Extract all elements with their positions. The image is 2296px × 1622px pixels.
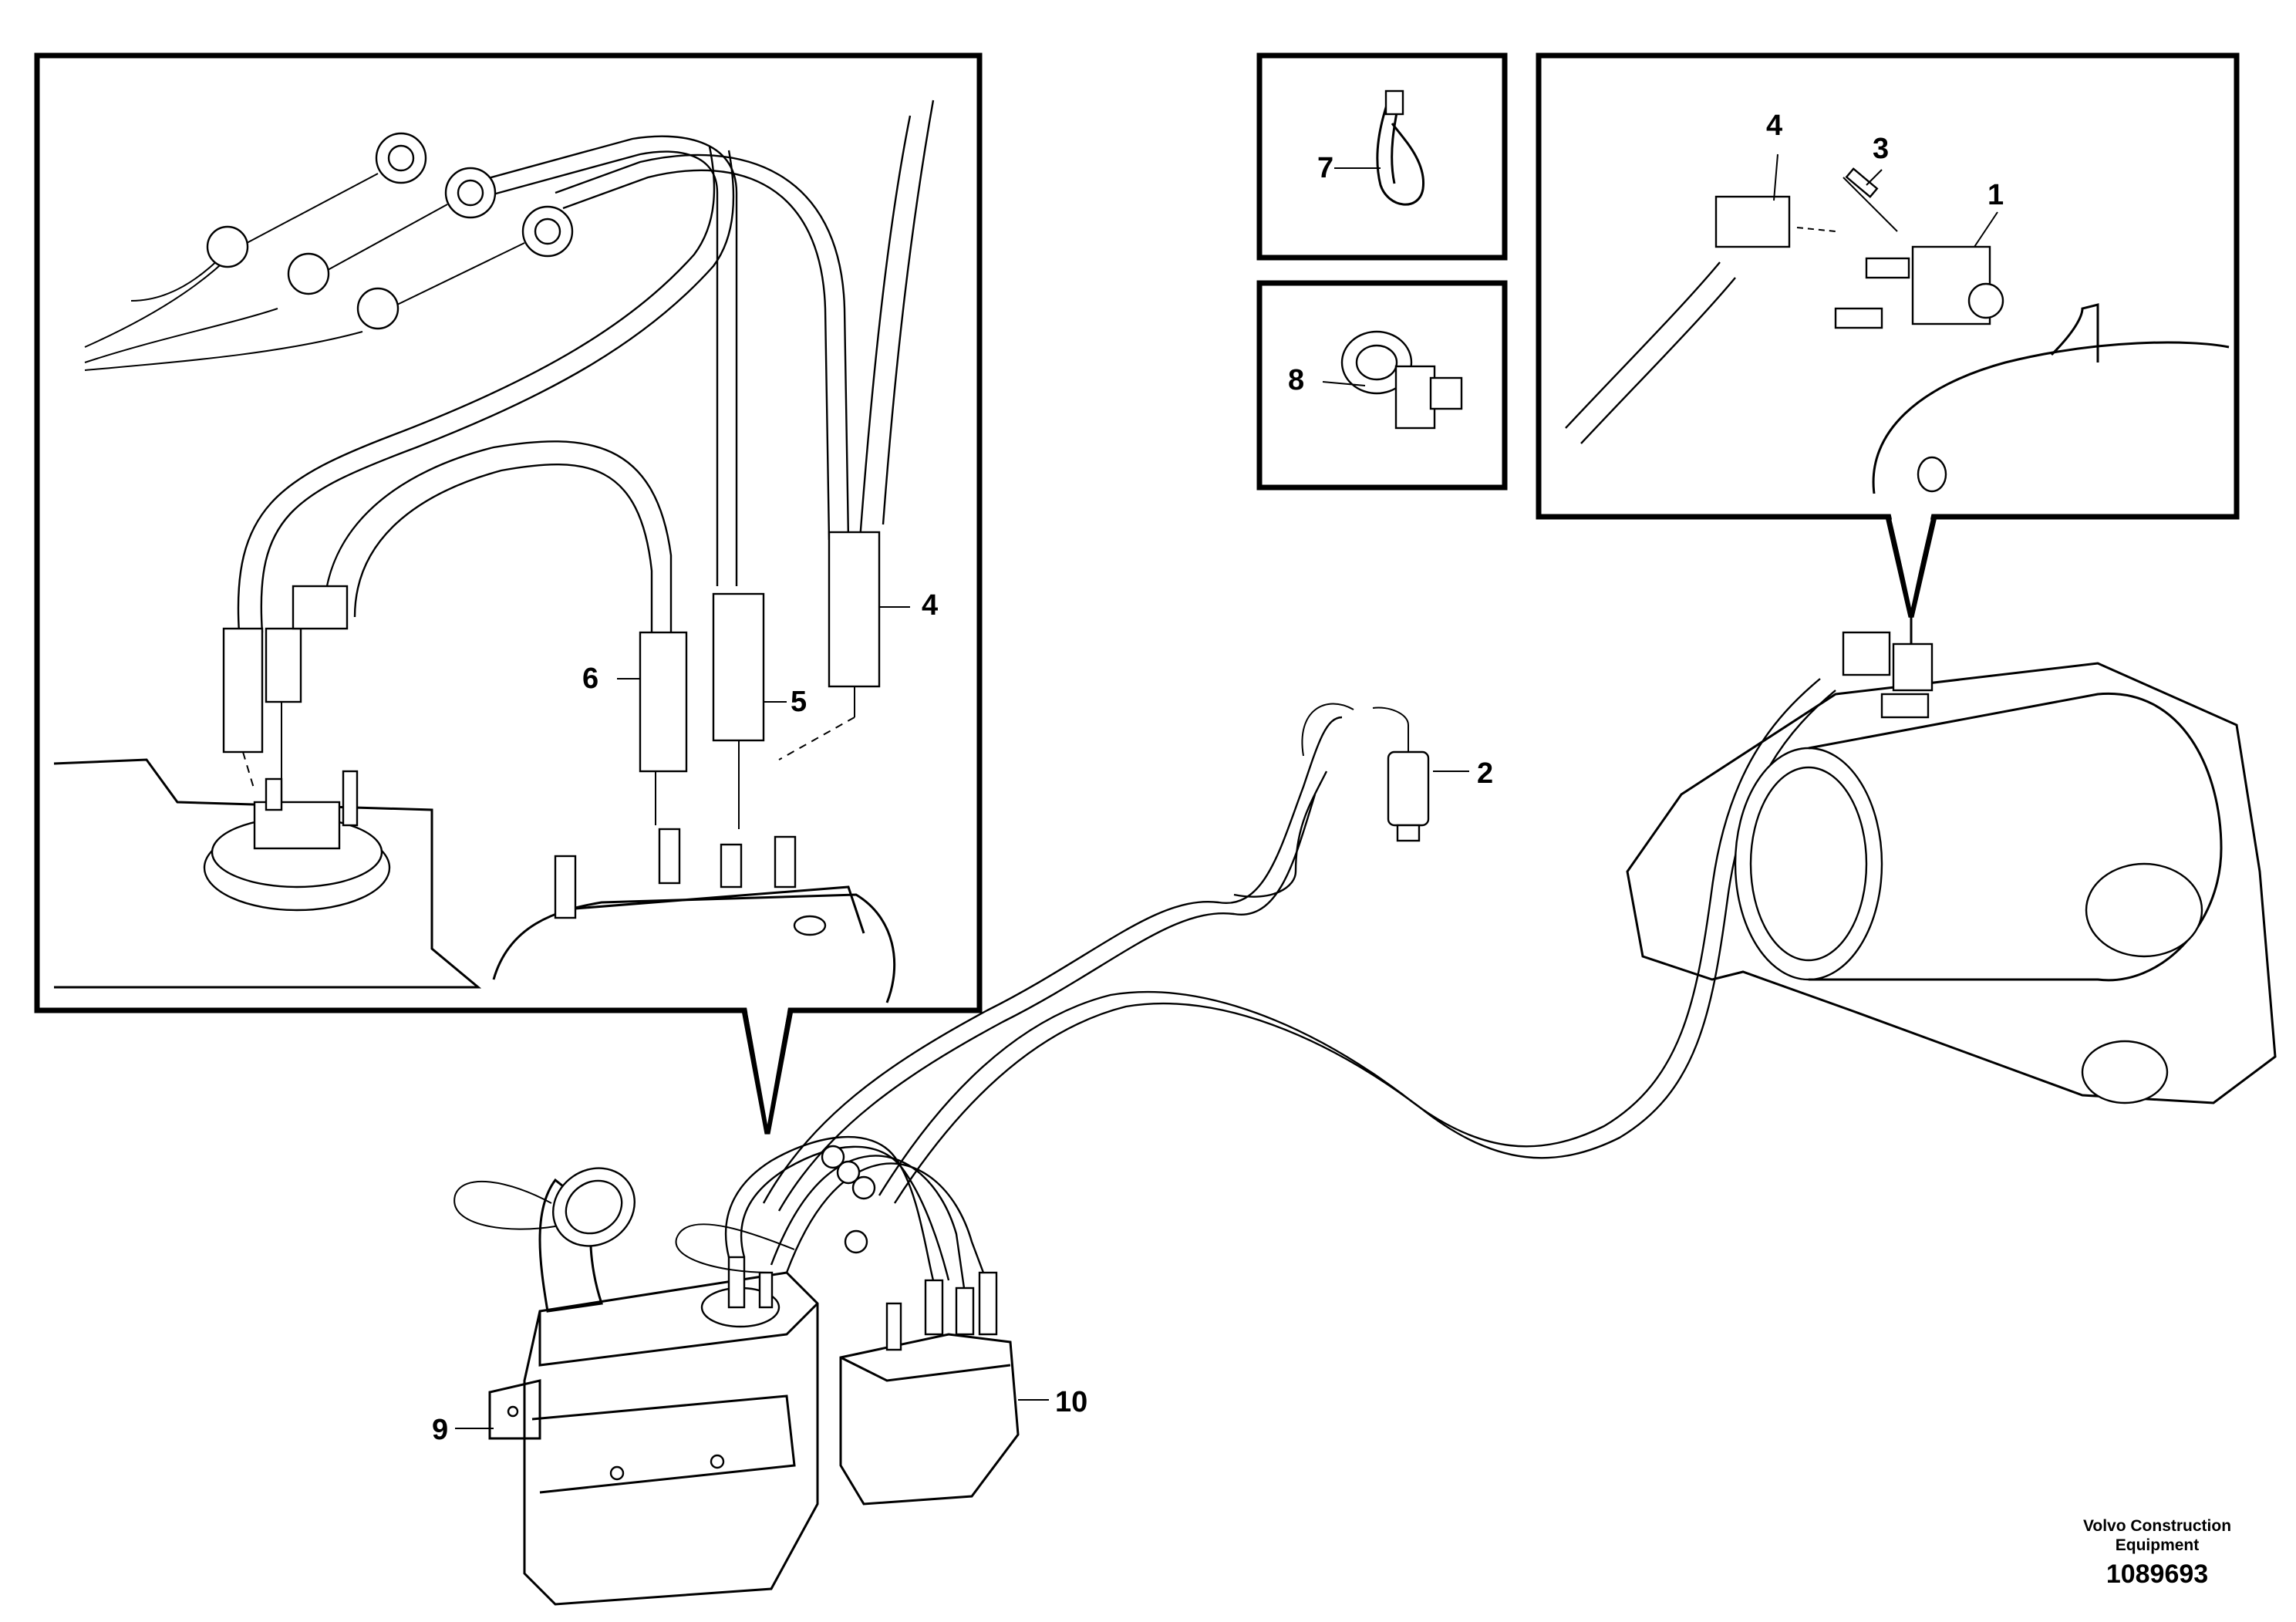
- footer-company-name: Volvo Construction Equipment: [2065, 1516, 2250, 1555]
- callout-6: 6: [582, 663, 598, 695]
- connector-6: [639, 631, 688, 773]
- callout-1: 1: [1988, 179, 2004, 211]
- detail-frame-connectors: [34, 52, 983, 1135]
- company-line-1: Volvo Construction: [2082, 1517, 2232, 1535]
- callout-7: 7: [1317, 152, 1333, 184]
- callout-9: 9: [432, 1414, 448, 1446]
- company-line-2: Equipment: [2115, 1536, 2200, 1554]
- callout-5: 5: [791, 686, 807, 718]
- callout-10: 10: [1055, 1386, 1087, 1418]
- document-number: 1089693: [2106, 1560, 2209, 1589]
- filter-2: [1387, 750, 1430, 827]
- main-assembly: [453, 617, 2277, 1606]
- detail-box-clamp: [1256, 280, 1508, 491]
- callout-labels: 1 2 3 4 4 5 6 7 8 9 10: [432, 110, 2004, 1446]
- connector-5: [712, 592, 765, 742]
- detail-box-nozzle: [1536, 52, 2240, 618]
- callout-8: 8: [1288, 364, 1304, 396]
- callout-3: 3: [1873, 133, 1889, 165]
- callout-4-nozzle: 4: [1766, 110, 1782, 142]
- callout-4-detail: 4: [922, 589, 938, 622]
- callout-2: 2: [1477, 757, 1493, 790]
- connector-4-detail: [828, 531, 881, 688]
- detail-box-cable-tie: [1256, 52, 1508, 261]
